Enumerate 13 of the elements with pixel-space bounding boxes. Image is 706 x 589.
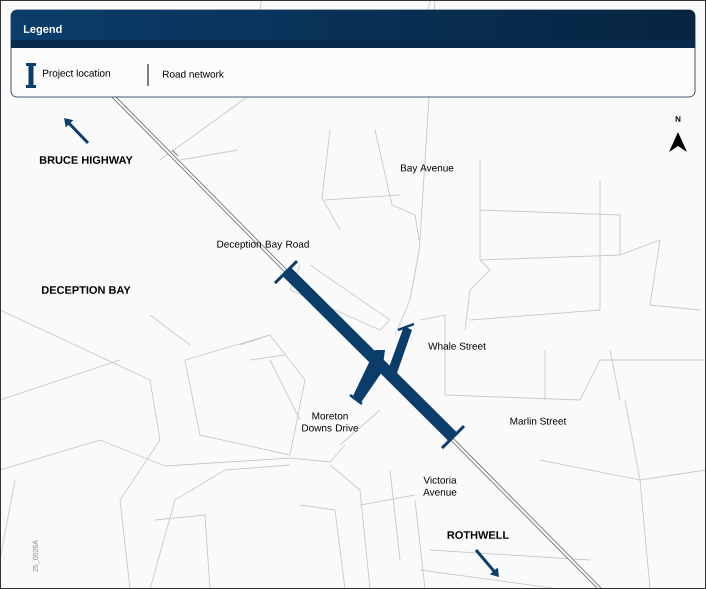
street-label: Deception Bay Road [217,240,309,250]
legend-title: Legend [24,24,62,36]
place-label: BRUCE HIGHWAY [40,156,133,164]
street-label: Bay Avenue [400,164,454,174]
street-label: Marlin Street [510,417,566,425]
north-label: N [676,116,680,122]
legend-label: Road network [163,70,224,78]
place-label: DECEPTION BAY [42,286,131,294]
street-label: Victoria Avenue [423,476,457,496]
legend-label: Project location [43,69,110,79]
street-label: Whale Street [428,342,486,350]
street-label: Moreton Downs Drive [302,412,358,432]
place-label: ROTHWELL [448,531,509,539]
